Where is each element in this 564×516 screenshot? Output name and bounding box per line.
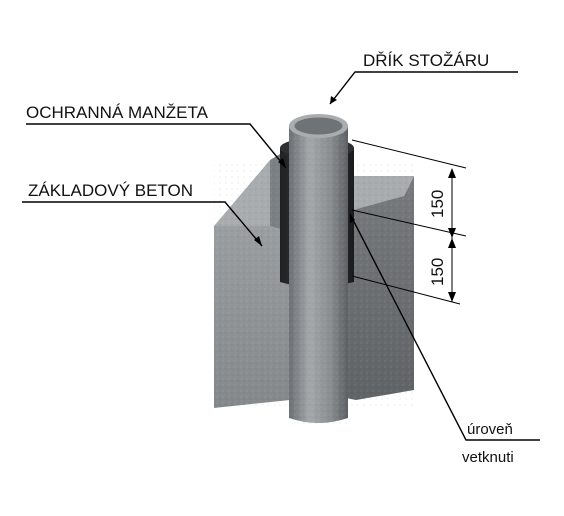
dim-arrow-bottom bbox=[448, 292, 456, 302]
dimension-upper: 150 bbox=[428, 190, 447, 218]
leader-mast-shaft bbox=[329, 71, 518, 105]
dimension-lower: 150 bbox=[428, 258, 447, 286]
arrowhead-embed bbox=[350, 214, 355, 223]
dim-arrow-top bbox=[448, 168, 456, 178]
dim-arrow-mid-down bbox=[448, 238, 456, 248]
arrowhead-foundation bbox=[254, 236, 262, 246]
dim-arrow-mid-up bbox=[448, 228, 456, 238]
dimension-lines bbox=[351, 139, 467, 305]
label-foundation-concrete: ZÁKLADOVÝ BETON bbox=[28, 181, 193, 200]
arrowhead-sleeve bbox=[278, 158, 286, 168]
leader-embed-level bbox=[349, 213, 540, 441]
label-embed-level-1: úroveň bbox=[467, 421, 513, 438]
label-protective-sleeve: OCHRANNÁ MANŽETA bbox=[26, 103, 209, 122]
leader-protective-sleeve bbox=[26, 123, 287, 169]
leader-foundation bbox=[22, 201, 263, 247]
mast-shaft bbox=[289, 114, 348, 426]
leader-lines bbox=[22, 71, 540, 441]
label-embed-level-2: vetknuti bbox=[462, 449, 514, 466]
label-mast-shaft: DŘÍK STOŽÁRU bbox=[363, 51, 489, 70]
arrowhead-mast bbox=[330, 96, 337, 104]
